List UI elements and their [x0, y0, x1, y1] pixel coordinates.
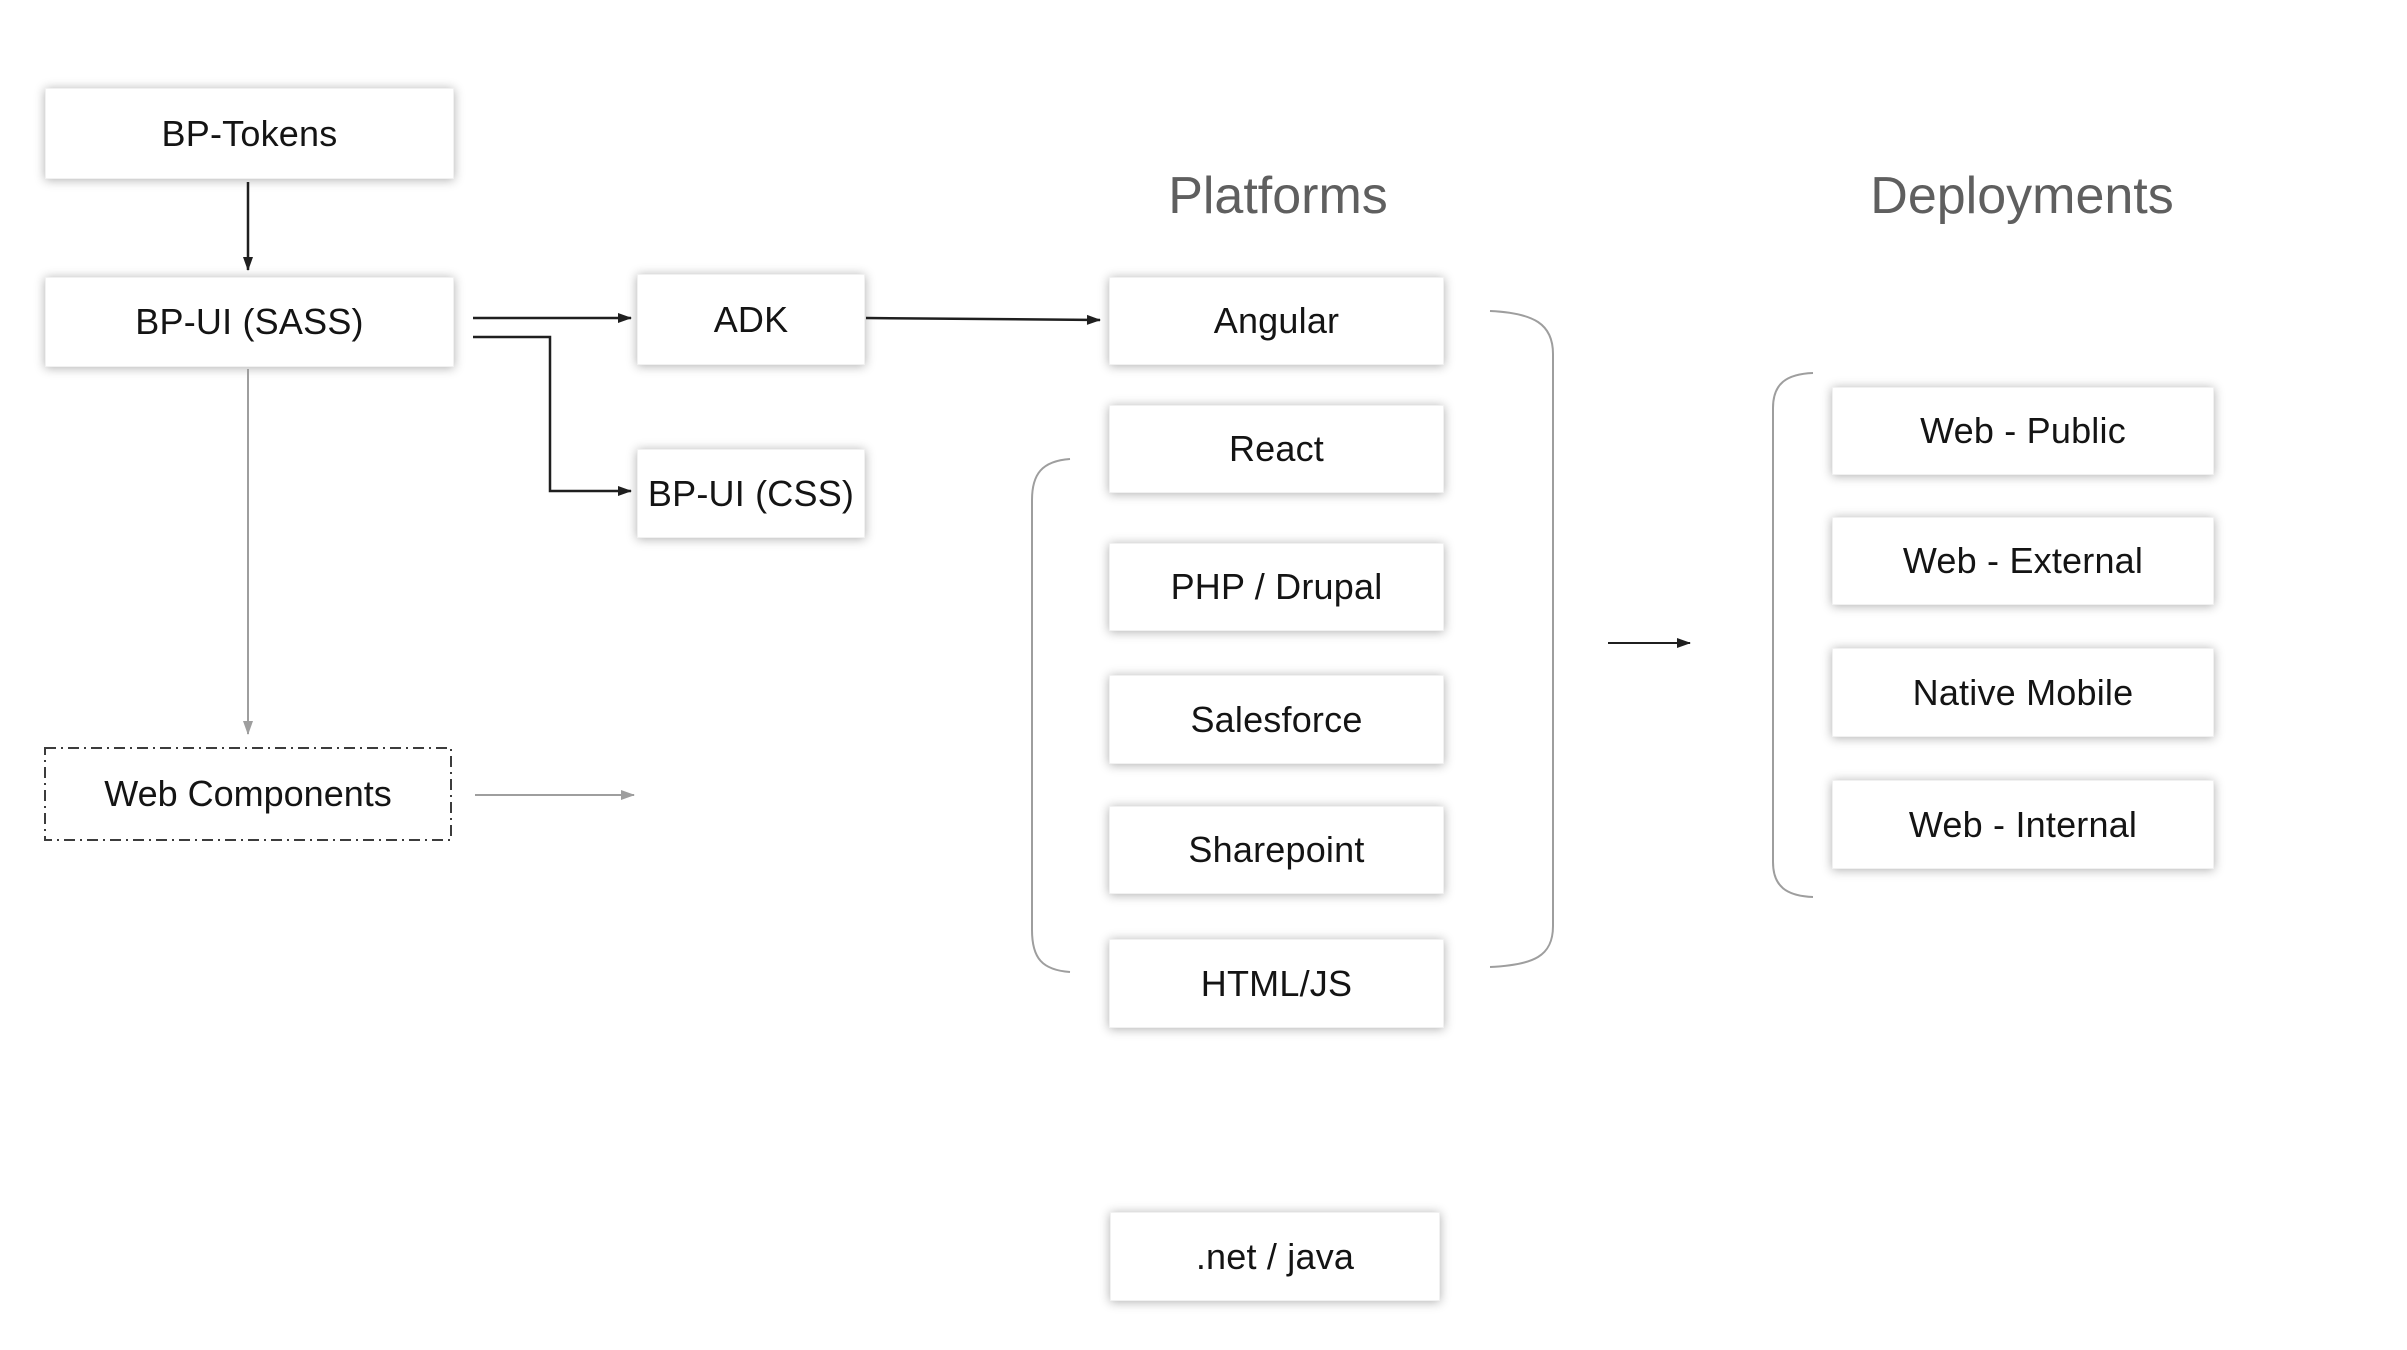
node-deployment-native-mobile: Native Mobile [1832, 648, 2214, 737]
node-bp-ui-sass: BP-UI (SASS) [45, 277, 454, 367]
bracket-platforms-right [1489, 310, 1554, 968]
bracket-platforms-left [1031, 458, 1071, 973]
node-platform-salesforce: Salesforce [1109, 675, 1444, 764]
node-platform-react: React [1109, 405, 1444, 493]
node-net-java: .net / java [1110, 1212, 1440, 1301]
arrow-bp-ui-sass-to-bp-ui-css [473, 335, 632, 496]
bracket-deployments [1772, 372, 1814, 898]
node-platform-php-drupal: PHP / Drupal [1109, 543, 1444, 631]
node-bp-ui-css: BP-UI (CSS) [637, 449, 865, 538]
node-platform-angular: Angular [1109, 277, 1444, 365]
node-web-components: Web Components [45, 748, 451, 840]
node-adk: ADK [637, 274, 865, 365]
arrow-adk-to-angular [865, 314, 1101, 325]
node-platform-sharepoint: Sharepoint [1109, 806, 1444, 894]
node-deployment-web-public: Web - Public [1832, 387, 2214, 475]
platforms-heading: Platforms [1168, 167, 1388, 225]
deployments-heading: Deployments [1870, 167, 2174, 225]
node-deployment-web-internal: Web - Internal [1832, 780, 2214, 869]
node-deployment-web-external: Web - External [1832, 517, 2214, 605]
node-bp-tokens: BP-Tokens [45, 88, 454, 179]
node-platform-html-js: HTML/JS [1109, 939, 1444, 1028]
